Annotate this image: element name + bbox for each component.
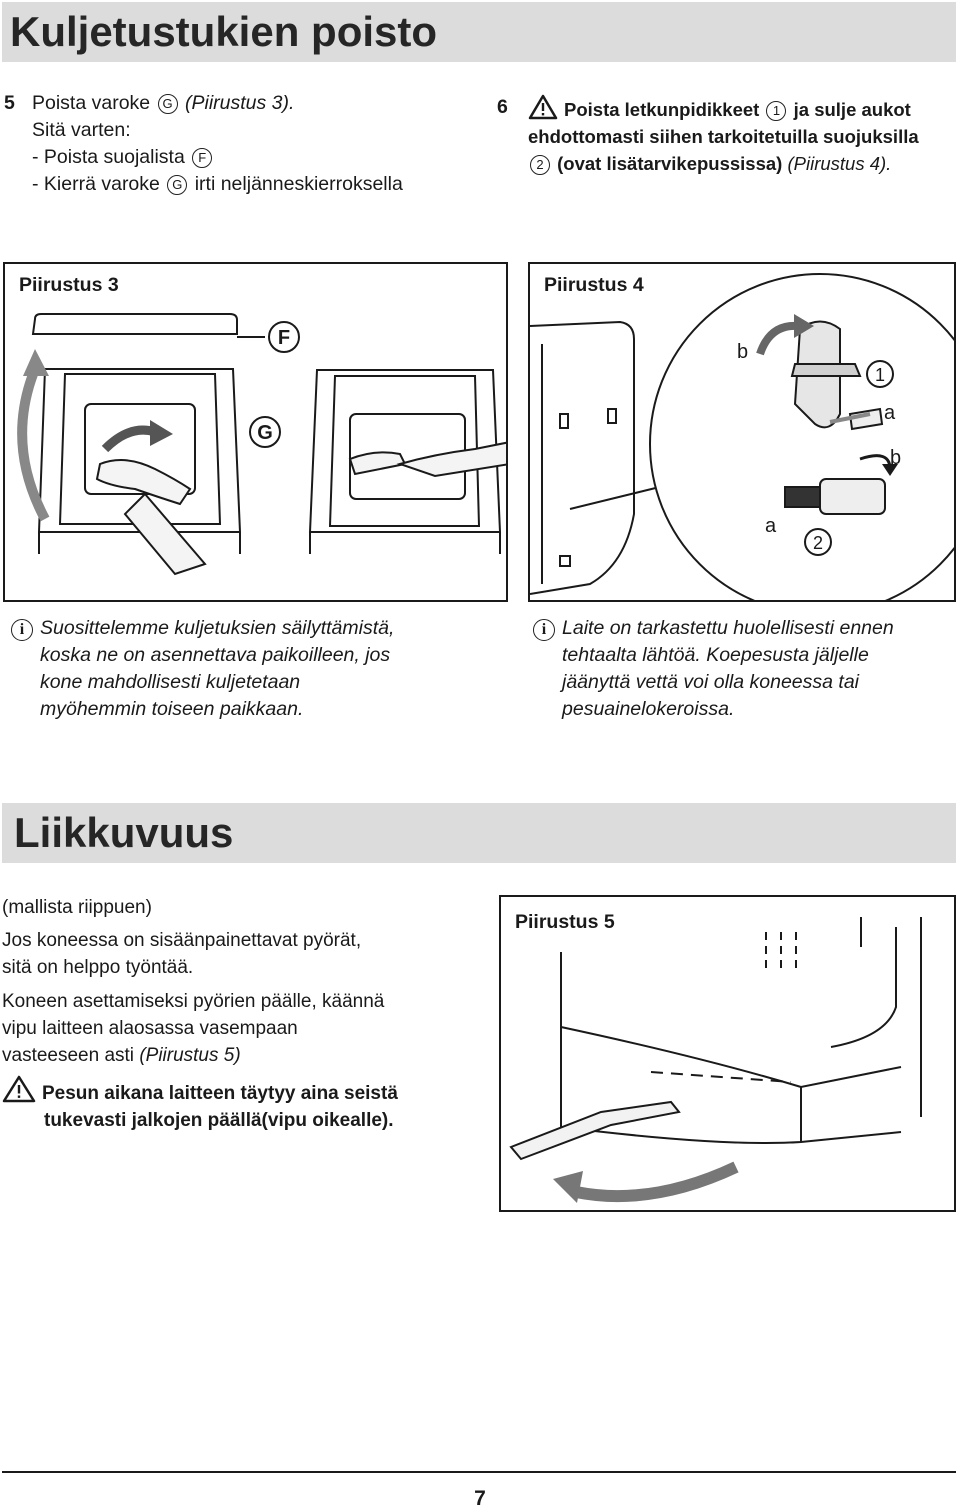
- step-5-ref: (Piirustus 3).: [185, 92, 295, 114]
- section-title: Kuljetustukien poisto: [10, 8, 438, 55]
- info-icon: i: [11, 619, 33, 641]
- figure-4-illustration: b 1 a b a 2: [530, 273, 954, 600]
- step-number-6: 6: [497, 96, 508, 118]
- note-right-line: jäänyttä vettä voi olla koneessa tai: [562, 671, 860, 693]
- marker-2: 2: [530, 155, 550, 175]
- step-5-line1: Poista varoke: [32, 92, 151, 114]
- step-5-line2: Sitä varten:: [32, 119, 131, 141]
- label-b-right: b: [890, 447, 901, 469]
- note-right: Laite on tarkastettu huolellisesti ennen…: [562, 615, 958, 723]
- step-6-ref: (Piirustus 4).: [787, 153, 892, 174]
- section-title: Liikkuvuus: [14, 809, 234, 856]
- note-left-line: koska ne on asennettava paikoilleen, jos: [40, 644, 391, 666]
- step-5-line4a: - Kierrä varoke: [32, 173, 160, 195]
- mobility-para2-line: Jos koneessa on sisäänpainettavat pyörät…: [2, 930, 362, 951]
- label-g: G: [257, 422, 273, 444]
- marker-g: G: [167, 175, 188, 195]
- figure-4: Piirustus 4 b 1 a b a: [528, 262, 956, 602]
- mobility-warning-line: Pesun aikana laitteen täytyy aina seistä: [42, 1083, 398, 1104]
- label-a-bottom: a: [765, 515, 777, 537]
- step-6-line3: (ovat lisätarvikepussissa): [557, 153, 783, 174]
- figure-5-illustration: [509, 917, 922, 1203]
- note-left-line: Suosittelemme kuljetuksien säilyttämistä…: [40, 617, 395, 639]
- note-left-line: kone mahdollisesti kuljetetaan: [40, 671, 301, 693]
- warning-icon: [2, 1075, 36, 1103]
- note-right-line: tehtaalta lähtöä. Koepesusta jäljelle: [562, 644, 869, 666]
- mobility-para3-line: vipu laitteen alaosassa vasempaan: [2, 1018, 298, 1039]
- mobility-para3-line: vasteeseen asti: [2, 1045, 135, 1066]
- label-b-top: b: [737, 341, 748, 363]
- mobility-para3-line: Koneen asettamiseksi pyörien päälle, kää…: [2, 991, 385, 1012]
- step-5-text: Poista varoke G (Piirustus 3). Sitä vart…: [32, 90, 472, 198]
- page-number: 7: [474, 1487, 486, 1510]
- figure-4-title: Piirustus 4: [544, 274, 644, 296]
- mobility-para1: (mallista riippuen): [2, 897, 152, 918]
- label-1: 1: [875, 365, 885, 385]
- info-icon: i: [533, 619, 555, 641]
- footer-rule: [2, 1471, 956, 1473]
- section-header-transport: Kuljetustukien poisto: [2, 2, 956, 62]
- mobility-warning-line: tukevasti jalkojen päällä(vipu oikealle)…: [44, 1110, 394, 1131]
- note-left: Suosittelemme kuljetuksien säilyttämistä…: [40, 615, 490, 723]
- figure-3-title: Piirustus 3: [19, 274, 119, 296]
- marker-f: F: [192, 148, 213, 168]
- mobility-ref: (Piirustus 5): [139, 1045, 241, 1066]
- note-right-line: Laite on tarkastettu huolellisesti ennen: [562, 617, 894, 639]
- step-6-line1a: Poista letkunpidikkeet: [564, 99, 760, 120]
- mobility-warning: Pesun aikana laitteen täytyy aina seistä…: [2, 1075, 482, 1134]
- figure-3: Piirustus 3: [3, 262, 508, 602]
- note-right-line: pesuainelokeroissa.: [562, 698, 735, 720]
- step-6-line2: ehdottomasti siihen tarkoitetuilla suoju…: [528, 126, 919, 147]
- figure-5: Piirustus 5: [499, 895, 956, 1212]
- note-left-line: myöhemmin toiseen paikkaan.: [40, 698, 304, 720]
- marker-1: 1: [766, 101, 787, 121]
- marker-g: G: [157, 94, 178, 114]
- mobility-para2-line: sitä on helppo työntää.: [2, 957, 194, 978]
- mobility-text: (mallista riippuen) Jos koneessa on sisä…: [2, 894, 482, 1134]
- step-6-line1b: ja sulje aukot: [793, 99, 911, 120]
- label-f: F: [278, 327, 290, 349]
- section-header-mobility: Liikkuvuus: [2, 803, 956, 863]
- warning-icon: [528, 94, 558, 120]
- step-5-line3: - Poista suojalista: [32, 146, 185, 168]
- step-number-5: 5: [4, 92, 15, 114]
- figure-5-title: Piirustus 5: [515, 911, 615, 933]
- step-6-text: Poista letkunpidikkeet 1 ja sulje aukot …: [528, 94, 958, 177]
- figure-3-illustration: F G: [17, 313, 506, 576]
- step-5-line4b: irti neljänneskierroksella: [194, 173, 403, 195]
- label-a-top: a: [884, 402, 896, 424]
- label-2: 2: [813, 533, 823, 553]
